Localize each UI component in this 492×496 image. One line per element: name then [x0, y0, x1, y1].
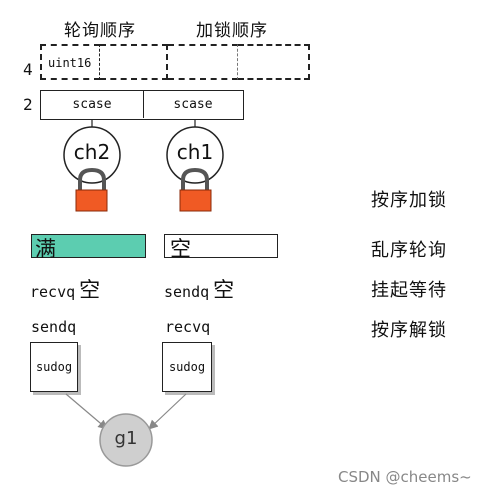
sendq-right-row: sendq 空	[164, 274, 234, 304]
arrow-left-to-g1	[65, 393, 108, 430]
sendq-right-label: sendq	[164, 283, 210, 301]
lock-order-label: 加锁顺序	[196, 21, 268, 41]
step-lock-in-order: 按序加锁	[371, 190, 447, 211]
buffer-full-label: 满	[35, 237, 56, 261]
order-cell-3	[168, 44, 238, 80]
arrow-right-to-g1	[148, 393, 187, 430]
goroutine-graphics	[65, 393, 187, 467]
scase-right-label: scase	[173, 97, 213, 112]
order-array: uint16	[40, 44, 310, 80]
row-count-2: 2	[23, 95, 33, 114]
scase-row: scase scase	[40, 90, 244, 120]
step-suspend-wait: 挂起等待	[371, 280, 447, 301]
sudog-right-label: sudog	[168, 360, 206, 374]
scase-cell-right: scase	[144, 91, 242, 118]
order-cell-1: uint16	[40, 44, 100, 80]
g1-circle	[99, 413, 153, 467]
uint16-label: uint16	[48, 56, 92, 70]
scase-left-label: scase	[72, 97, 112, 112]
scase-cell-left: scase	[41, 91, 144, 118]
channel-lock-graphics	[63, 120, 224, 212]
ch2-label: ch2	[73, 140, 111, 164]
sudog-left-label: sudog	[35, 360, 73, 374]
recvq-right-label: recvq	[165, 318, 211, 336]
g1-label: g1	[114, 428, 138, 449]
lock-icon-left	[75, 167, 108, 212]
row-count-4: 4	[23, 60, 33, 79]
buffer-empty: 空	[164, 234, 278, 261]
sudog-left: sudog	[30, 342, 78, 392]
sudog-right: sudog	[162, 342, 212, 392]
lock-icon-right	[179, 167, 212, 212]
step-unlock-in-order: 按序解锁	[371, 320, 447, 341]
ch1-label: ch1	[176, 140, 214, 164]
watermark: CSDN @cheems~	[338, 468, 472, 486]
buffer-empty-label: 空	[170, 237, 191, 261]
poll-order-label: 轮询顺序	[64, 21, 136, 41]
order-cell-2	[100, 44, 168, 80]
buffer-full: 满	[31, 234, 146, 261]
ch1-circle	[166, 126, 224, 184]
sendq-right-state: 空	[213, 278, 235, 302]
recvq-left-label: recvq	[30, 283, 76, 301]
step-random-poll: 乱序轮询	[371, 240, 447, 261]
ch2-circle	[63, 126, 121, 184]
recvq-left-state: 空	[79, 278, 101, 302]
sendq-left-label: sendq	[31, 318, 77, 336]
recvq-left-row: recvq 空	[30, 274, 100, 304]
order-cell-4	[238, 44, 310, 80]
